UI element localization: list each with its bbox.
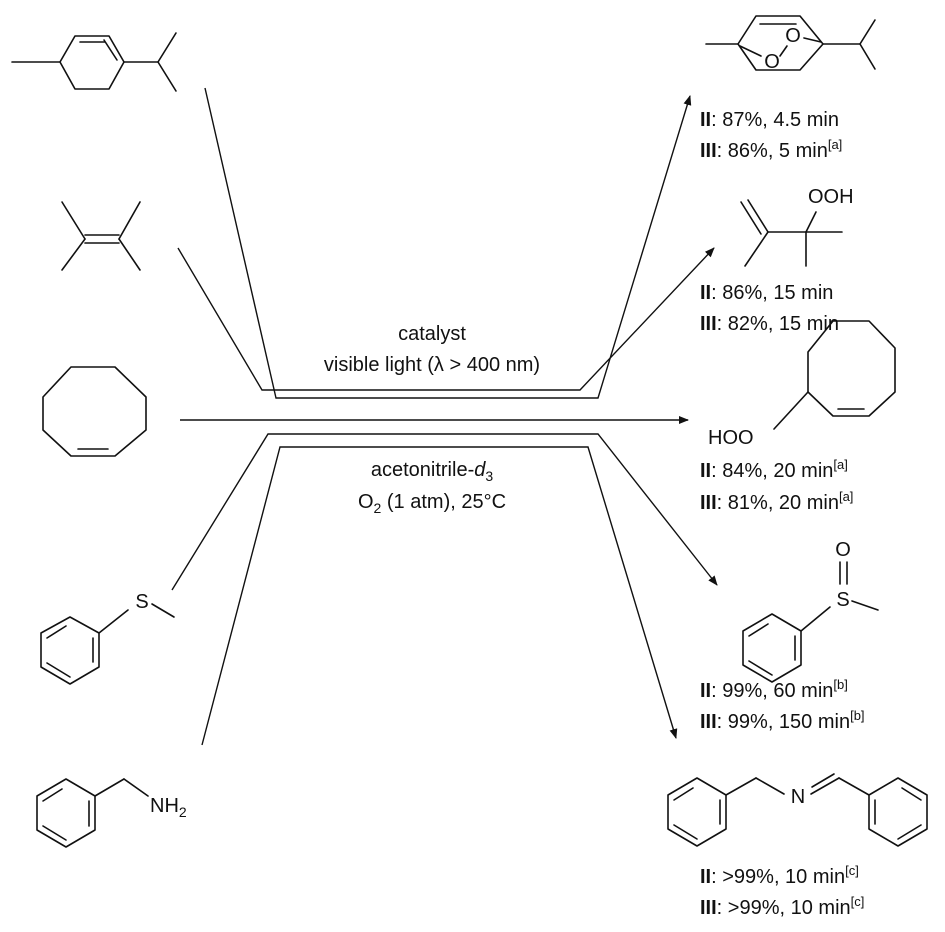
product-3-yield-II: II: 84%, 20 min[a] [700, 457, 848, 482]
condition-catalyst: catalyst [398, 323, 466, 345]
path-terpinene [204, 87, 692, 399]
atom-sulfoxide-o: O [835, 539, 851, 561]
condition-oxygen: O2 (1 atm), 25°C [358, 491, 506, 516]
reaction-conditions: catalyst visible light (λ > 400 nm) acet… [324, 323, 540, 516]
product-1-yield-III: III: 86%, 5 min[a] [700, 137, 842, 162]
atom-sulfoxide-s: S [836, 589, 849, 611]
product-4-yield-III: III: 99%, 150 min[b] [700, 708, 865, 733]
path-tetramethylethylene [177, 247, 715, 391]
atom-amine: NH2 [150, 795, 187, 820]
atom-hydroperoxy: OOH [808, 186, 854, 208]
product-5-yield-II: II: >99%, 10 min[c] [700, 863, 859, 888]
product-imine: N [667, 773, 928, 847]
product-4-yield-II: II: 99%, 60 min[b] [700, 677, 848, 702]
atom-imine-n: N [791, 786, 805, 808]
product-3-yield-III: III: 81%, 20 min[a] [700, 489, 853, 514]
product-cyclooctenyl-hydroperoxide: HOO [708, 320, 896, 449]
atom-peroxide-o1: O [764, 51, 780, 73]
reactant-thioanisole: S [40, 591, 175, 685]
product-sulfoxide: S O [742, 539, 879, 683]
product-2-yield-III: III: 82%, 15 min [700, 313, 839, 335]
atom-sulfur: S [135, 591, 148, 613]
reactant-cyclooctene [42, 366, 147, 457]
product-1-yield-II: II: 87%, 4.5 min [700, 109, 839, 131]
reactant-benzylamine: NH2 [36, 778, 187, 848]
atom-hoo: HOO [708, 427, 754, 449]
product-5-yield-III: III: >99%, 10 min[c] [700, 894, 864, 919]
condition-light: visible light (λ > 400 nm) [324, 354, 540, 376]
path-thioanisole [171, 433, 718, 591]
condition-solvent: acetonitrile-d3 [371, 459, 494, 484]
product-ascaridole: O O [705, 15, 876, 73]
product-allylic-hydroperoxide: OOH [740, 186, 854, 267]
reaction-arrows [171, 87, 718, 746]
reactant-alpha-terpinene [11, 32, 177, 92]
atom-peroxide-o2: O [785, 25, 801, 47]
reactant-tetramethylethylene [61, 201, 141, 271]
product-2-yield-II: II: 86%, 15 min [700, 282, 833, 304]
path-benzylamine [201, 446, 678, 746]
